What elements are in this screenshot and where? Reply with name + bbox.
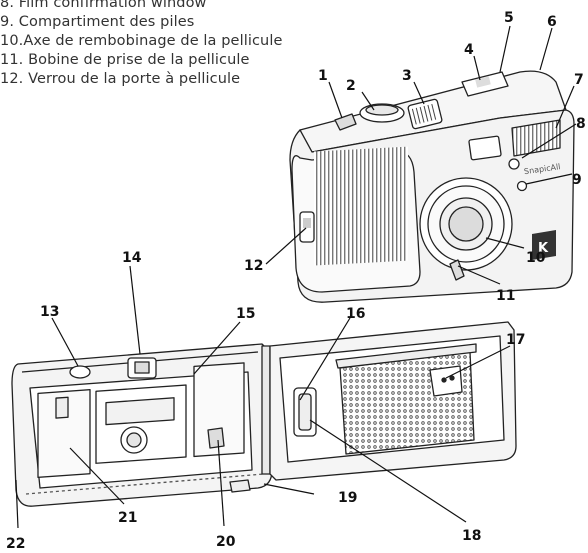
brand-mark: K <box>538 241 549 256</box>
bottom-latch <box>229 479 251 493</box>
legend-item: 12. Verrou de la porte à pellicule <box>0 71 241 87</box>
callout-16: 16 <box>346 306 365 322</box>
callout-9: 9 <box>572 172 582 188</box>
callout-6: 6 <box>547 14 557 30</box>
callout-numbers: 1 2 3 4 5 6 7 8 9 10 11 12 13 14 15 16 1… <box>6 10 586 552</box>
brand-logo <box>532 230 556 260</box>
callout-2: 2 <box>346 78 356 94</box>
lens-glass <box>448 206 484 242</box>
callout-18: 18 <box>462 528 481 544</box>
lens-cover-lever <box>449 259 465 281</box>
callout-7: 7 <box>574 72 584 88</box>
callout-22: 22 <box>6 536 25 552</box>
mode-switch <box>334 113 357 131</box>
callout-10: 10 <box>526 250 546 266</box>
callout-8: 8 <box>576 116 586 132</box>
legend-item: 8. Film confirmation window <box>0 0 207 11</box>
callout-12: 12 <box>244 258 263 274</box>
callout-14: 14 <box>122 250 142 266</box>
parts-legend: 8. Film confirmation window 9. Compartim… <box>0 0 282 89</box>
legend-item: 11. Bobine de prise de la pellicule <box>0 52 250 68</box>
flash-window <box>511 119 561 157</box>
self-timer-led <box>516 180 528 192</box>
camera-back-view <box>11 321 517 507</box>
callout-15: 15 <box>236 306 255 322</box>
flash-sensor <box>69 365 91 379</box>
grip-texture <box>314 146 408 266</box>
legend-item: 9. Compartiment des piles <box>0 14 195 30</box>
callout-11: 11 <box>496 288 515 304</box>
callout-4: 4 <box>464 42 474 58</box>
callout-1: 1 <box>318 68 328 84</box>
leader-lines <box>15 25 577 529</box>
callout-21: 21 <box>118 510 137 526</box>
callout-5: 5 <box>504 10 514 26</box>
camera-front-view: K SnapicAll <box>289 70 575 303</box>
callout-20: 20 <box>216 534 236 550</box>
advance-wheel <box>407 98 443 130</box>
legend-item: 10.Axe de rembobinage de la pellicule <box>0 33 283 49</box>
door-hinge <box>261 345 271 475</box>
callout-3: 3 <box>402 68 412 84</box>
callout-19: 19 <box>338 490 357 506</box>
viewfinder <box>468 135 502 161</box>
light-sensor <box>508 158 520 170</box>
callout-17: 17 <box>506 332 525 348</box>
callout-13: 13 <box>40 304 59 320</box>
